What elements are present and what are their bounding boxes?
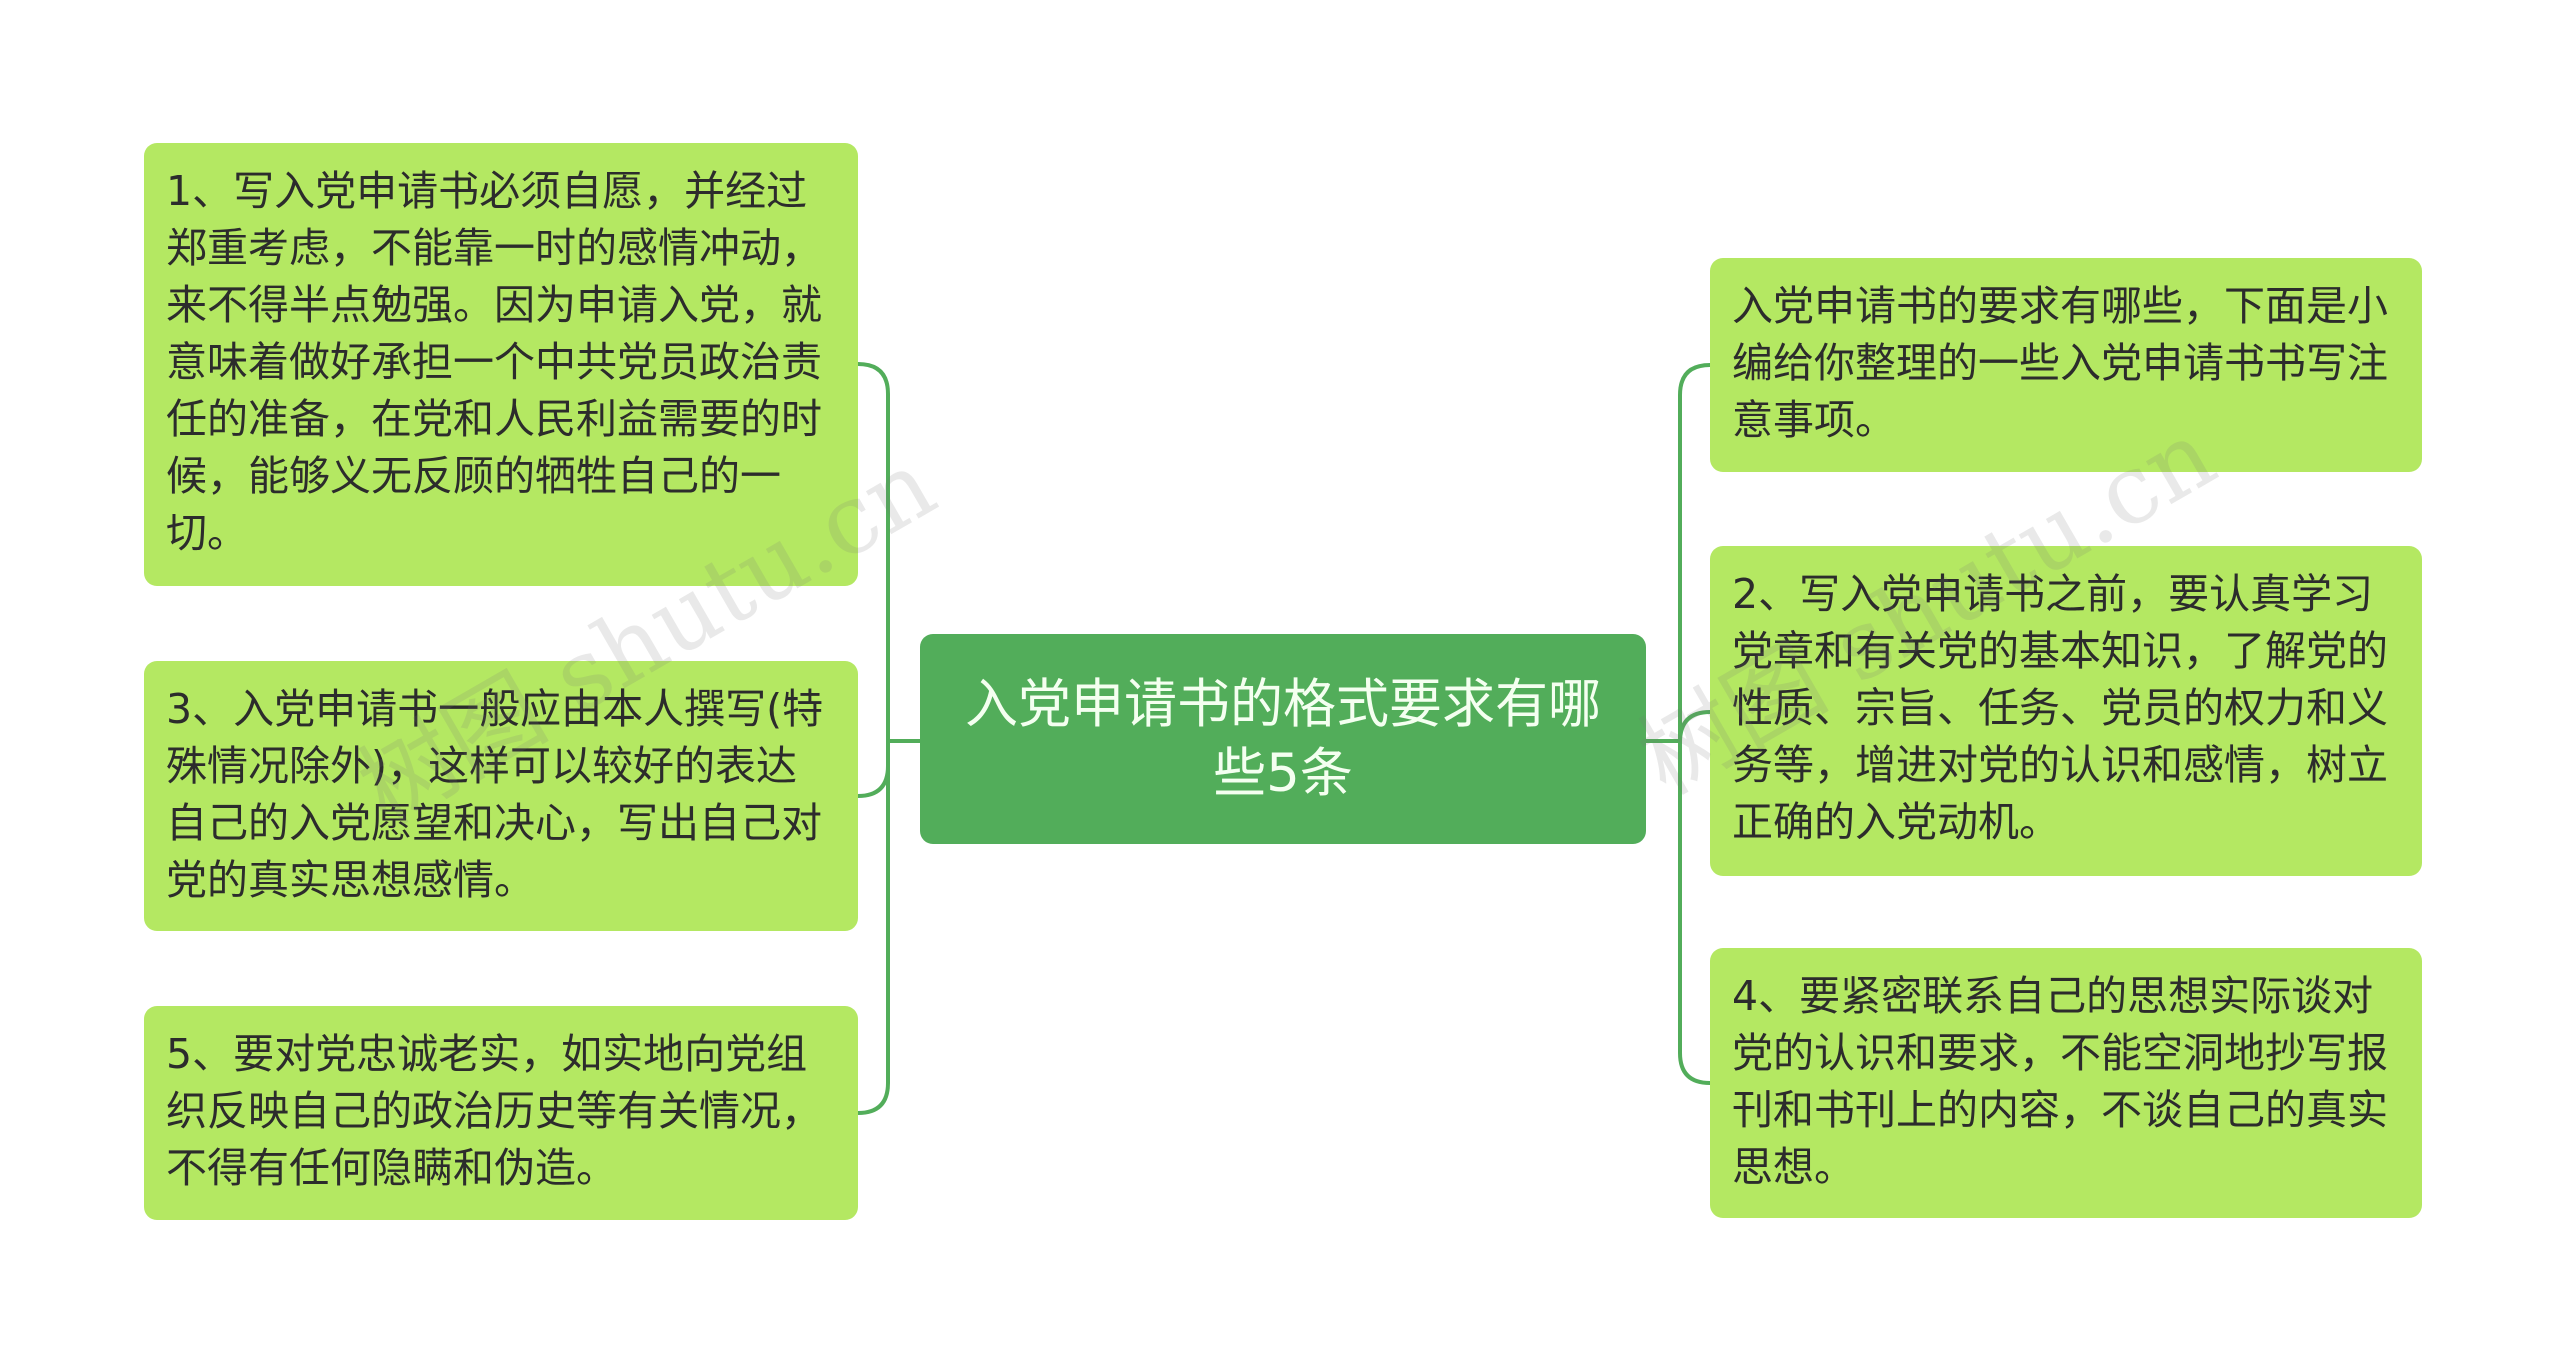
central-topic-text: 入党申请书的格式要求有哪些5条 <box>965 674 1601 804</box>
branch-node-left-1[interactable]: 1、写入党申请书必须自愿，并经过郑重考虑，不能靠一时的感情冲动，来不得半点勉强。… <box>144 143 858 586</box>
branch-node-right-1[interactable]: 入党申请书的要求有哪些，下面是小编给你整理的一些入党申请书书写注意事项。 <box>1710 258 2422 472</box>
connector-left-1 <box>856 362 890 743</box>
branch-node-right-3-text: 4、要紧密联系自己的思想实际谈对党的认识和要求，不能空洞地抄写报刊和书刊上的内容… <box>1732 972 2388 1191</box>
branch-node-left-2[interactable]: 3、入党申请书一般应由本人撰写(特殊情况除外)，这样可以较好的表达自己的入党愿望… <box>144 661 858 931</box>
connector-right-3 <box>1678 739 1712 1085</box>
central-topic-node[interactable]: 入党申请书的格式要求有哪些5条 <box>920 634 1646 844</box>
branch-node-left-2-text: 3、入党申请书一般应由本人撰写(特殊情况除外)，这样可以较好的表达自己的入党愿望… <box>166 685 824 904</box>
connector-right-2 <box>1678 710 1712 743</box>
branch-node-right-3[interactable]: 4、要紧密联系自己的思想实际谈对党的认识和要求，不能空洞地抄写报刊和书刊上的内容… <box>1710 948 2422 1218</box>
branch-node-left-3-text: 5、要对党忠诚老实，如实地向党组织反映自己的政治历史等有关情况，不得有任何隐瞒和… <box>166 1030 822 1192</box>
branch-node-left-3[interactable]: 5、要对党忠诚老实，如实地向党组织反映自己的政治历史等有关情况，不得有任何隐瞒和… <box>144 1006 858 1220</box>
branch-node-right-2-text: 2、写入党申请书之前，要认真学习党章和有关党的基本知识，了解党的性质、宗旨、任务… <box>1732 570 2388 846</box>
branch-node-right-2[interactable]: 2、写入党申请书之前，要认真学习党章和有关党的基本知识，了解党的性质、宗旨、任务… <box>1710 546 2422 876</box>
connector-left-3 <box>856 739 890 1115</box>
branch-node-left-1-text: 1、写入党申请书必须自愿，并经过郑重考虑，不能靠一时的感情冲动，来不得半点勉强。… <box>166 167 822 557</box>
connector-right-1 <box>1678 363 1712 743</box>
branch-node-right-1-text: 入党申请书的要求有哪些，下面是小编给你整理的一些入党申请书书写注意事项。 <box>1732 282 2388 444</box>
connector-left-2 <box>856 739 890 798</box>
